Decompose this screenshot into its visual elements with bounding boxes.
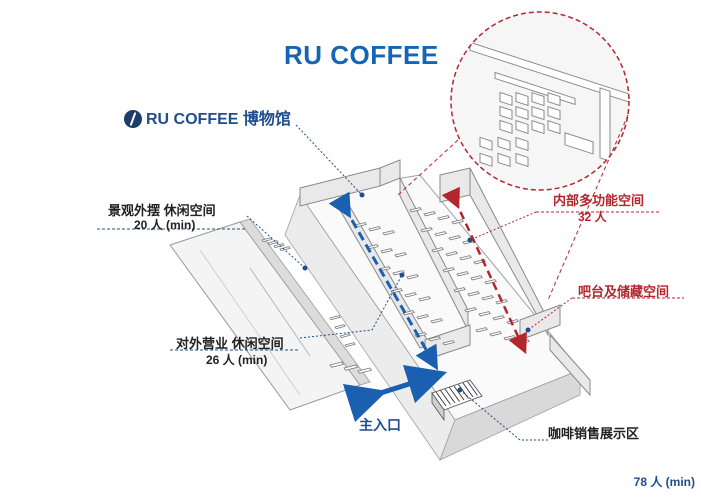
mag-table	[515, 105, 529, 121]
display-slat	[462, 382, 474, 398]
leader-bar	[527, 297, 573, 331]
outdoor-chair	[273, 243, 285, 249]
label-bar-storage: 吧台及储藏空间	[578, 284, 670, 299]
mag-table	[515, 152, 529, 168]
leader-public	[299, 274, 403, 339]
outdoor-chair	[344, 342, 356, 348]
main-entrance-arrow	[342, 364, 448, 423]
coffee-bean-icon	[124, 110, 142, 128]
mag-table	[531, 105, 545, 121]
mag-table	[479, 136, 493, 151]
mag-table	[531, 119, 545, 135]
outdoor-chair	[261, 237, 273, 243]
circulation-arrow	[328, 191, 438, 371]
display-slat	[453, 385, 465, 401]
mag-table	[515, 91, 529, 107]
label-multi-count: 32 人	[578, 210, 607, 224]
leader-museum	[295, 124, 363, 196]
outdoor-chair	[339, 333, 351, 339]
mag-table	[499, 91, 513, 107]
interior-axis-arrow	[441, 186, 527, 355]
page-title: RU COFFEE	[284, 40, 439, 70]
label-main-entrance: 主入口	[359, 417, 401, 433]
label-multi-space: 内部多功能空间	[553, 193, 645, 208]
mag-counter	[564, 132, 594, 155]
label-museum: RU COFFEE 博物馆	[146, 111, 291, 128]
label-outdoor-count: 20 人 (min)	[134, 218, 196, 232]
mag-table	[547, 106, 561, 121]
outdoor-chair	[267, 240, 279, 246]
leader-lines	[246, 124, 548, 441]
mag-table	[499, 105, 513, 121]
mag-table	[531, 91, 545, 107]
mag-table	[515, 136, 529, 152]
magnifier-detail	[450, 11, 630, 191]
label-total-capacity: 78 人 (min)	[633, 475, 695, 489]
mag-table	[499, 119, 513, 135]
leader-outdoor	[246, 215, 306, 269]
outdoor-chair	[329, 315, 341, 321]
leader-display	[459, 389, 548, 441]
label-public-lounge: 对外营业 休闲空间	[176, 336, 284, 351]
label-display-area: 咖啡销售展示区	[548, 426, 640, 441]
mag-table	[515, 119, 529, 135]
mag-table	[497, 136, 511, 152]
mag-table	[479, 152, 493, 167]
mag-table	[497, 152, 511, 168]
leader-lines-red	[469, 211, 573, 331]
display-slat	[449, 387, 460, 402]
mag-table	[547, 120, 561, 135]
outdoor-chair	[334, 324, 346, 330]
display-slat	[467, 381, 478, 396]
magnifier-leader-2	[547, 114, 629, 301]
mag-table	[547, 92, 561, 107]
label-public-count: 26 人 (min)	[206, 353, 268, 367]
label-outdoor-lounge: 景观外摆 休闲空间	[108, 203, 216, 218]
mag-wall	[599, 87, 611, 162]
marker-dots	[302, 192, 531, 393]
outdoor-chair	[279, 246, 291, 252]
